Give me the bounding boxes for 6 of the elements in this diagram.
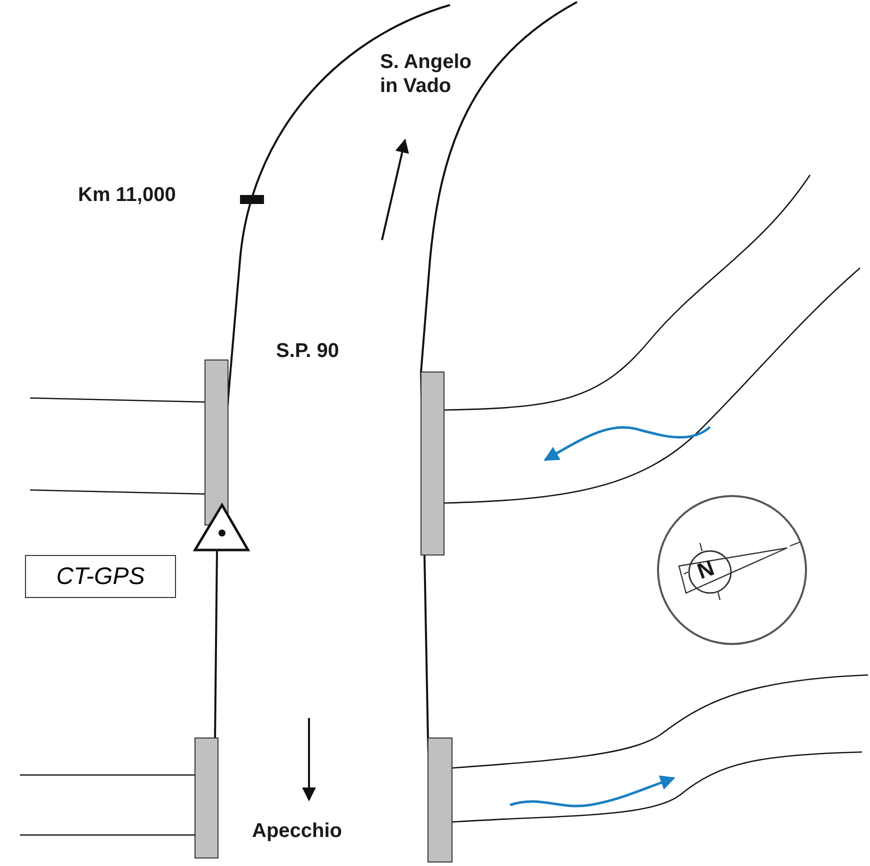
kilometre-label: Km 11,000 xyxy=(78,183,177,207)
label-box: CT-GPS xyxy=(25,555,176,598)
road-label: S.P. 90 xyxy=(276,339,340,363)
place-label: S. Angelo in Vado xyxy=(380,50,472,98)
place-label: Apecchio xyxy=(252,819,344,843)
north-label: N xyxy=(694,555,718,586)
